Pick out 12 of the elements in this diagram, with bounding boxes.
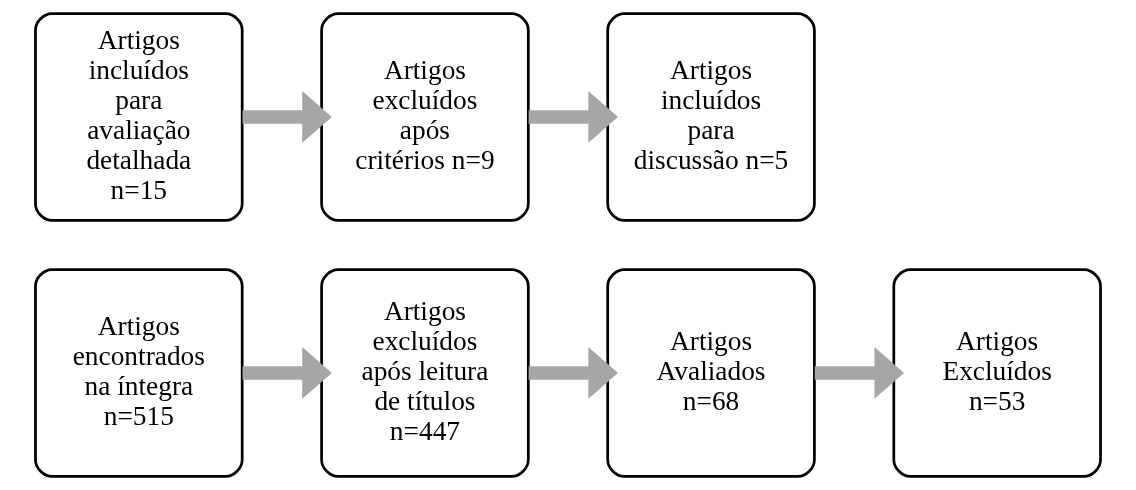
node-box: Artigos Excluídos n=53 [892,268,1102,478]
node-box: Artigos encontrados na íntegra n=515 [34,268,244,478]
node-box: Artigos Avaliados n=68 [606,268,816,478]
node-box: Artigos excluídos após leitura de títulos n=447 [320,268,530,478]
arrow [242,91,332,143]
node-box: Artigos incluídos para avaliação detalhada n=15 [34,12,244,222]
arrow [242,347,332,399]
node-box: Artigos incluídos para discussão n=5 [606,12,816,222]
arrow [528,347,618,399]
arrow [528,91,618,143]
arrow [814,347,905,399]
node-box: Artigos excluídos após critérios n=9 [320,12,530,222]
